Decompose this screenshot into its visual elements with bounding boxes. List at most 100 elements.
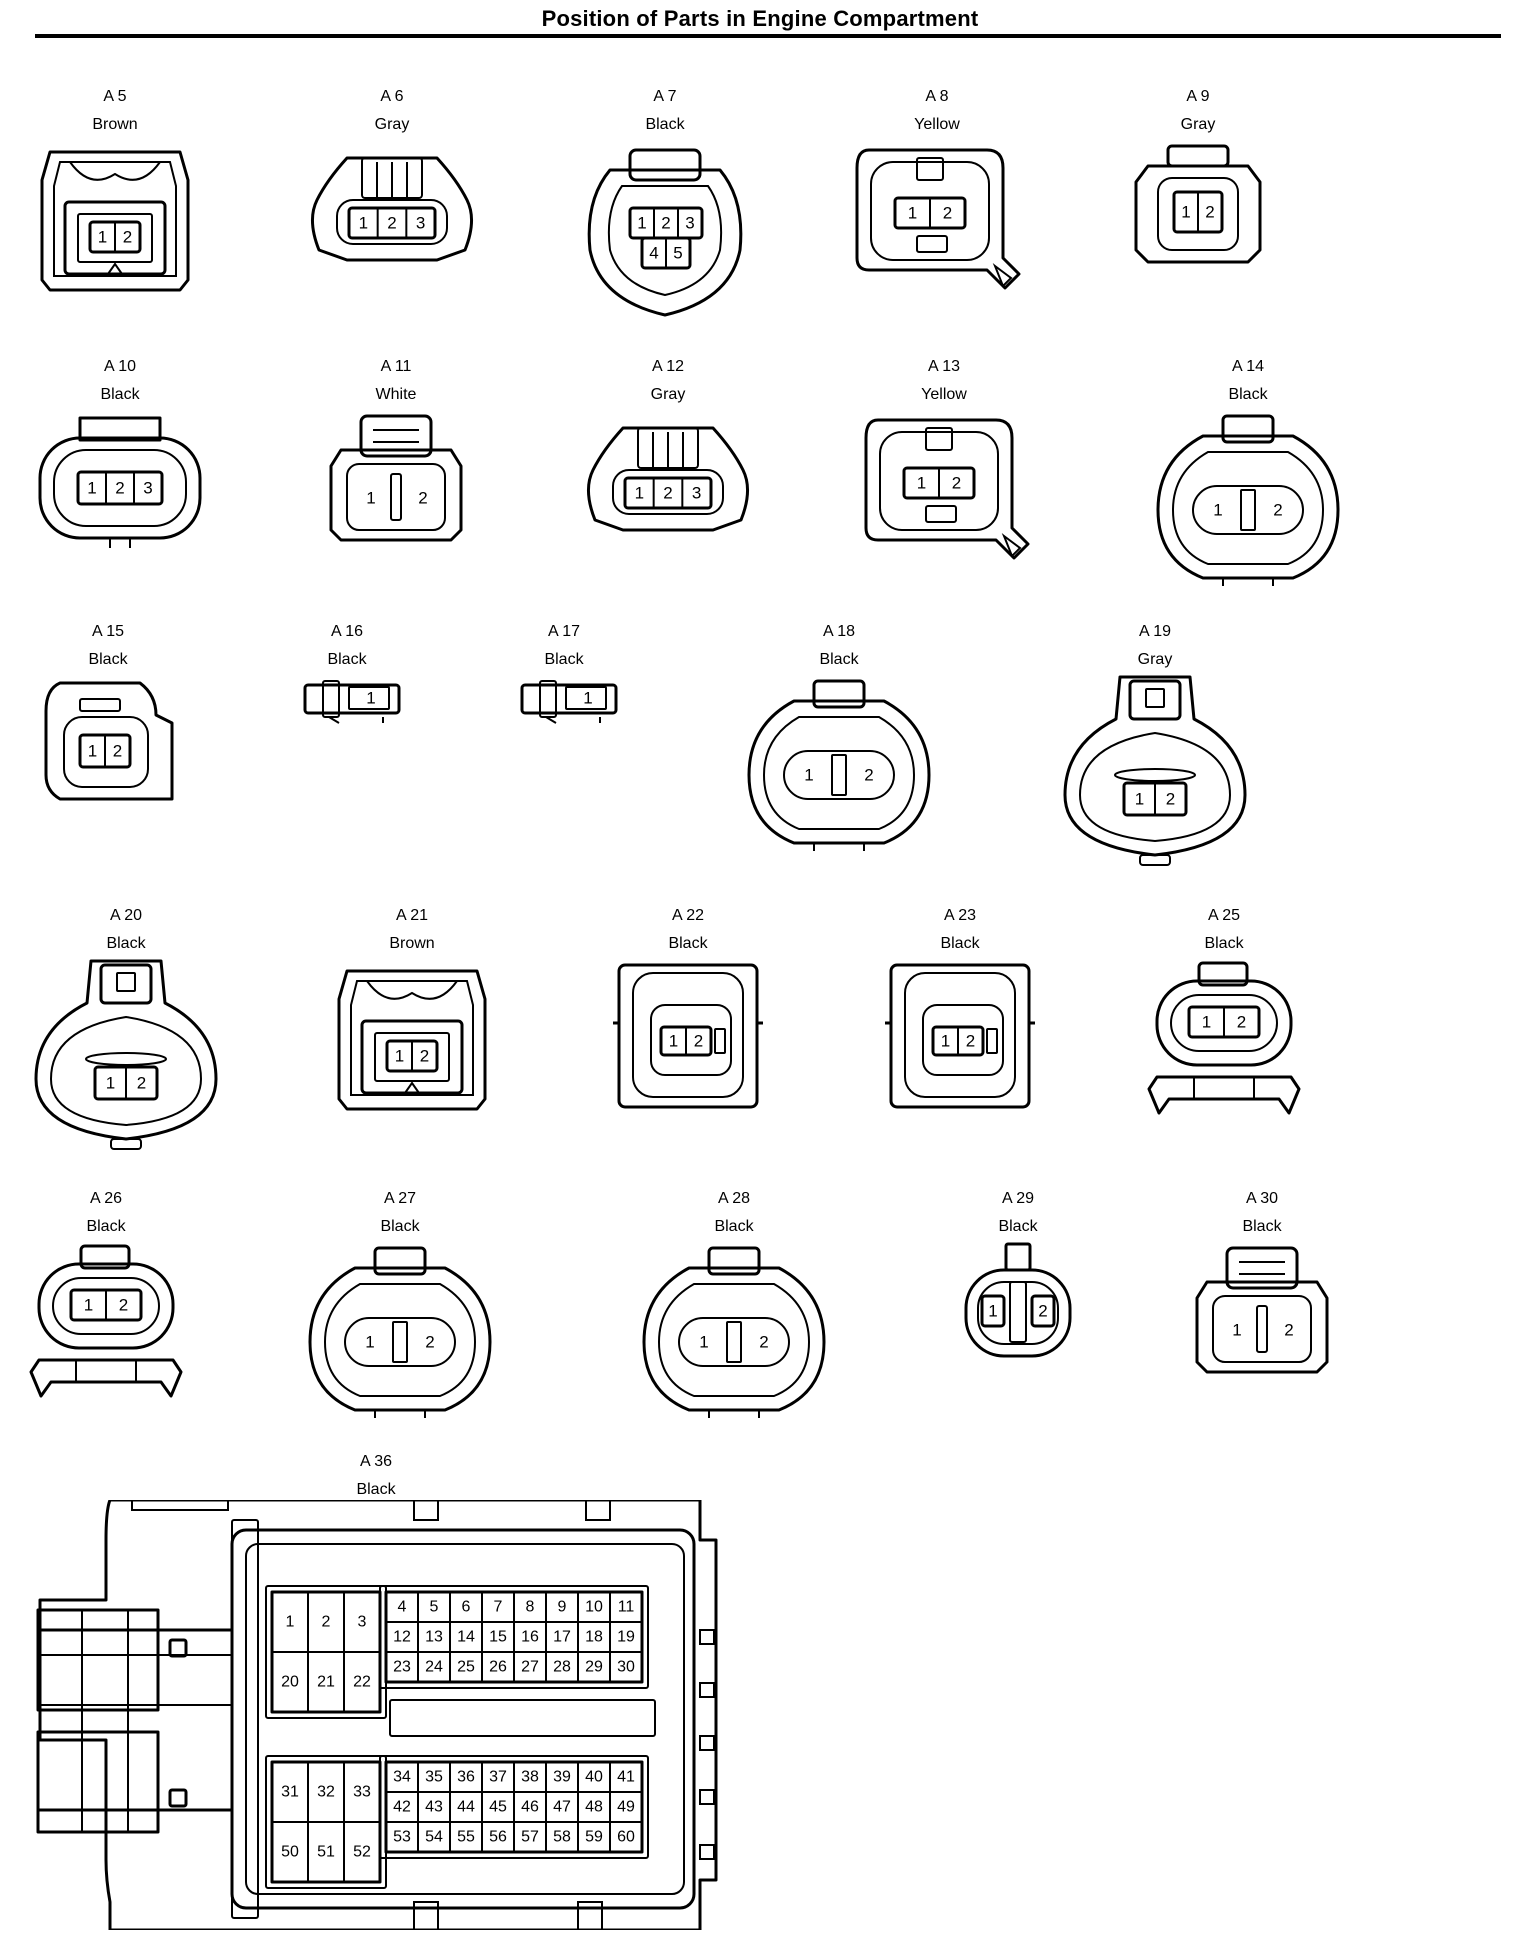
- pin-11: 11: [618, 1599, 635, 1616]
- connector-color: Black: [544, 651, 584, 668]
- pin-42: 42: [393, 1799, 411, 1816]
- pin-28: 28: [553, 1659, 571, 1676]
- pin-1: 1: [917, 474, 926, 493]
- pin-1: 1: [88, 742, 97, 761]
- connector-id: A 28: [717, 1190, 751, 1207]
- pin-2: 2: [420, 1047, 429, 1066]
- pin-17: 17: [553, 1629, 571, 1646]
- pin-22: 22: [353, 1674, 371, 1691]
- connector-color: Gray: [650, 386, 686, 403]
- pin-1: 1: [1181, 203, 1190, 222]
- pin-1: 1: [1232, 1321, 1241, 1340]
- connector-color: Black: [100, 386, 140, 403]
- connector-id: A 15: [91, 623, 125, 640]
- pin-12: 12: [393, 1629, 411, 1646]
- pin-2: 2: [1284, 1321, 1293, 1340]
- pin-2: 2: [425, 1333, 434, 1352]
- pin-24: 24: [425, 1659, 443, 1676]
- pin-7: 7: [494, 1599, 503, 1616]
- connector-id: A 8: [925, 88, 949, 105]
- pin-1: 1: [106, 1074, 115, 1093]
- pin-2: 2: [1038, 1302, 1047, 1321]
- connector-color: Brown: [92, 116, 138, 133]
- pin-2: 2: [694, 1032, 703, 1051]
- pin-19: 19: [617, 1629, 635, 1646]
- connector-id: A 22: [671, 907, 705, 924]
- pin-38: 38: [521, 1769, 539, 1786]
- connector-color: Black: [88, 651, 128, 668]
- pin-51: 51: [317, 1844, 335, 1861]
- pin-1: 1: [908, 204, 917, 223]
- pin-46: 46: [521, 1799, 539, 1816]
- connector-color: Black: [1242, 1218, 1282, 1235]
- pin-53: 53: [393, 1829, 411, 1846]
- pin-1: 1: [395, 1047, 404, 1066]
- connector-color: Yellow: [921, 386, 967, 403]
- connector-id: A 27: [383, 1190, 417, 1207]
- pin-1: 1: [941, 1032, 950, 1051]
- pin-8: 8: [526, 1599, 535, 1616]
- pin-2: 2: [943, 204, 952, 223]
- pin-2: 2: [418, 489, 427, 508]
- pin-58: 58: [553, 1829, 571, 1846]
- pin-26: 26: [489, 1659, 507, 1676]
- pin-2: 2: [387, 214, 396, 233]
- connector-id: A 6: [380, 88, 404, 105]
- connector-id: A 36: [359, 1453, 393, 1470]
- pin-10: 10: [585, 1599, 603, 1616]
- connector-color: Brown: [389, 935, 435, 952]
- pin-1: 1: [1213, 501, 1222, 520]
- pin-56: 56: [489, 1829, 507, 1846]
- connector-id: A 5: [103, 88, 127, 105]
- pin-23: 23: [393, 1659, 411, 1676]
- title-rule: [35, 34, 1501, 38]
- pin-1: 1: [1135, 790, 1144, 809]
- pin-55: 55: [457, 1829, 475, 1846]
- connector-id: A 14: [1231, 358, 1265, 375]
- connector-color: Yellow: [914, 116, 960, 133]
- pin-2: 2: [1237, 1013, 1246, 1032]
- pin-1: 1: [84, 1296, 93, 1315]
- pin-27: 27: [521, 1659, 539, 1676]
- pin-4: 4: [398, 1599, 407, 1616]
- connector-color: Black: [940, 935, 980, 952]
- pin-2: 2: [137, 1074, 146, 1093]
- connector-id: A 23: [943, 907, 977, 924]
- connector-color: Black: [356, 1481, 396, 1498]
- pin-2: 2: [952, 474, 961, 493]
- pin-5: 5: [430, 1599, 439, 1616]
- pin-1: 1: [365, 1333, 374, 1352]
- pin-37: 37: [489, 1769, 507, 1786]
- pin-2: 2: [661, 214, 670, 233]
- pin-4: 4: [649, 244, 658, 263]
- connector-id: A 9: [1186, 88, 1210, 105]
- pin-1: 1: [366, 489, 375, 508]
- pin-44: 44: [457, 1799, 475, 1816]
- connector-id: A 18: [822, 623, 856, 640]
- pin-34: 34: [393, 1769, 411, 1786]
- pin-21: 21: [317, 1674, 335, 1691]
- pin-2: 2: [1205, 203, 1214, 222]
- pin-1: 1: [669, 1032, 678, 1051]
- pin-2: 2: [119, 1296, 128, 1315]
- pin-3: 3: [358, 1614, 367, 1631]
- connector-id: A 11: [380, 358, 412, 375]
- pin-1: 1: [637, 214, 646, 233]
- pin-50: 50: [281, 1844, 299, 1861]
- pin-60: 60: [617, 1829, 635, 1846]
- pin-31: 31: [281, 1784, 299, 1801]
